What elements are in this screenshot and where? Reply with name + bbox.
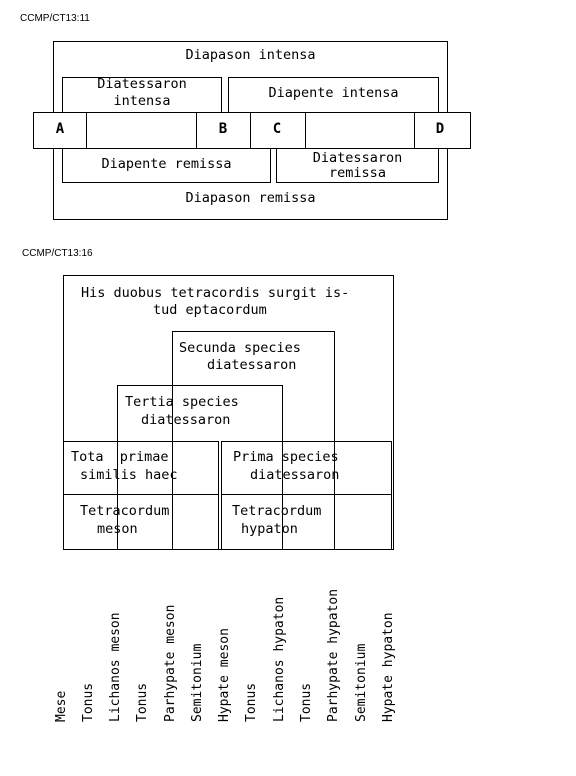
diapente-remissa-box [62, 148, 271, 183]
secunda-species-label-1: Secunda species [179, 340, 301, 356]
note-row [33, 112, 471, 149]
prima-species-label-1: Prima species [233, 449, 339, 465]
diatessaron-remissa-box [276, 148, 439, 183]
diatessaron-remissa-label-1: Diatessaron [312, 150, 403, 166]
figure-2-id: CCMP/CT13:16 [22, 248, 93, 259]
note-divider-4 [305, 112, 306, 149]
note-divider-2 [196, 112, 197, 149]
note-divider-3 [250, 112, 251, 149]
tetracordum-hypaton-label-1: Tetracordum [232, 503, 322, 519]
diatessaron-remissa-label-2: remissa [329, 165, 386, 181]
column-label-lichanos-meson: Lichanos meson [108, 612, 123, 722]
tota-primae-label-2: similis haec [80, 467, 178, 483]
tota-primae-label-1: Tota primae [71, 449, 169, 465]
prima-species-divider [221, 494, 392, 495]
diatessaron-intensa-label-1: Diatessaron [97, 76, 187, 92]
column-label-tonus-3: Tonus [244, 682, 259, 722]
diapason-intensa-label: Diapason intensa [185, 47, 316, 63]
tetracordum-meson-label-1: Tetracordum [80, 503, 170, 519]
note-d: D [435, 121, 445, 137]
tertia-species-label-2: diatessaron [141, 412, 231, 428]
figure-1-id: CCMP/CT13:11 [20, 13, 90, 24]
diapente-intensa-label: Diapente intensa [268, 85, 399, 101]
column-label-semitonium-2: Semitonium [354, 643, 369, 722]
note-b: B [218, 121, 228, 137]
tetracordum-meson-label-2: meson [97, 521, 138, 537]
column-label-tonus-1: Tonus [81, 682, 96, 722]
diapason-remissa-label: Diapason remissa [185, 190, 316, 206]
column-label-mese: Mese [54, 690, 69, 722]
prima-species-box [221, 441, 392, 550]
column-label-hypate-hypaton: Hypate hypaton [381, 612, 396, 722]
column-label-lichanos-hypaton: Lichanos hypaton [272, 596, 287, 722]
secunda-species-label-2: diatessaron [207, 357, 297, 373]
tertia-species-label-1: Tertia species [125, 394, 239, 410]
prima-species-label-2: diatessaron [250, 467, 340, 483]
tota-primae-box [63, 441, 219, 550]
tetracordum-hypaton-label-2: hypaton [241, 521, 298, 537]
column-label-hypate-meson: Hypate meson [217, 628, 232, 722]
note-divider-5 [414, 112, 415, 149]
diatessaron-intensa-label-2: intensa [113, 93, 171, 109]
diapente-remissa-label: Diapente remissa [101, 156, 232, 172]
column-label-parhypate-hypaton: Parhypate hypaton [326, 588, 341, 722]
column-label-tonus-2: Tonus [135, 682, 150, 722]
tota-primae-divider [63, 494, 219, 495]
note-divider-1 [86, 112, 87, 149]
note-c: C [272, 121, 282, 137]
heptachord-label-1: His duobus tetracordis surgit is- [81, 285, 350, 301]
diapente-intensa-box [228, 77, 439, 113]
heptachord-label-2: tud eptacordum [153, 302, 267, 318]
column-label-tonus-4: Tonus [299, 682, 314, 722]
column-label-parhypate-meson: Parhypate meson [163, 604, 178, 722]
note-a: A [55, 121, 65, 137]
column-label-semitonium-1: Semitonium [190, 643, 205, 722]
